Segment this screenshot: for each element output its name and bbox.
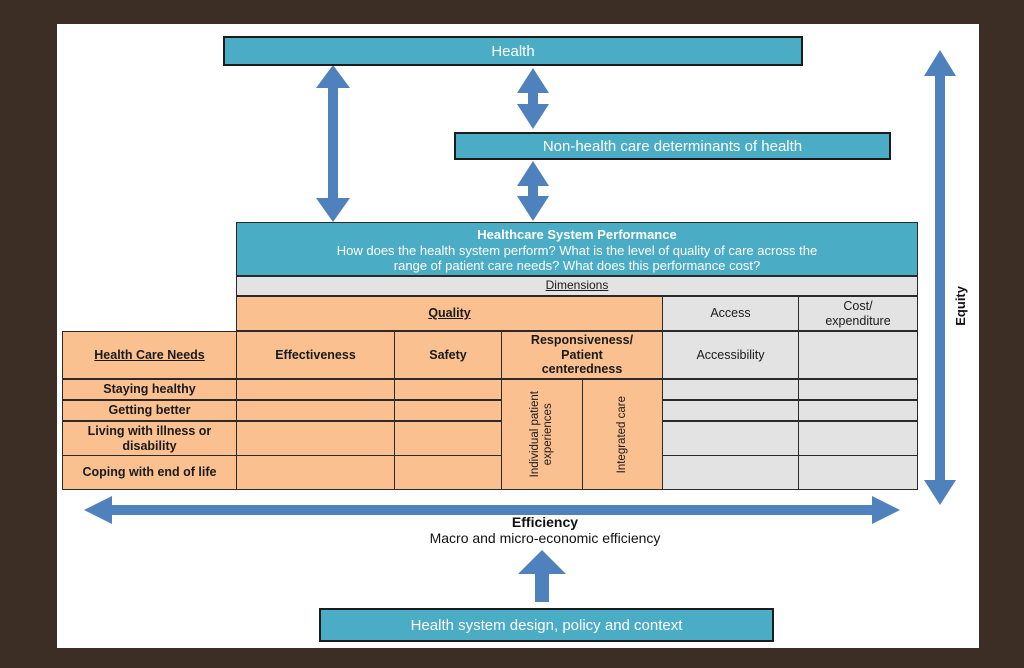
access-cell xyxy=(662,455,799,490)
accessibility-header: Accessibility xyxy=(662,331,799,379)
cost-empty-cell xyxy=(798,331,918,379)
individual-patient-experiences-label: Individual patient experiences xyxy=(528,391,554,478)
safety-cell xyxy=(394,455,502,490)
effectiveness-cell xyxy=(236,379,395,400)
safety-cell xyxy=(394,421,502,456)
efficiency-text: Efficiency Macro and micro-economic effi… xyxy=(330,514,760,546)
nonhealth-performance-double-arrow xyxy=(517,161,549,221)
effectiveness-label: Effectiveness xyxy=(275,347,356,362)
effectiveness-cell xyxy=(236,421,395,456)
need-coping-end-of-life: Coping with end of life xyxy=(82,465,217,480)
individual-patient-experiences-cell: Individual patient experiences xyxy=(501,379,583,490)
need-row-label: Living with illness or disability xyxy=(62,421,237,456)
equity-double-arrow xyxy=(924,50,956,505)
access-cell xyxy=(662,421,799,456)
performance-title: Healthcare System Performance xyxy=(477,227,677,242)
need-row-label: Coping with end of life xyxy=(62,455,237,490)
access-cell xyxy=(662,379,799,400)
accessibility-label: Accessibility xyxy=(696,347,765,362)
performance-header: Healthcare System Performance How does t… xyxy=(236,222,918,276)
safety-cell xyxy=(394,379,502,400)
context-label: Health system design, policy and context xyxy=(410,616,683,634)
effectiveness-header: Effectiveness xyxy=(236,331,395,379)
equity-label-wrap: Equity xyxy=(948,286,972,326)
efficiency-subtitle: Macro and micro-economic efficiency xyxy=(429,530,661,546)
health-nonhealth-double-arrow xyxy=(517,68,549,129)
access-label: Access xyxy=(710,306,751,321)
safety-header: Safety xyxy=(394,331,502,379)
performance-question-1: How does the health system perform? What… xyxy=(336,242,818,258)
effectiveness-cell xyxy=(236,455,395,490)
cost-cell xyxy=(798,421,918,456)
context-box: Health system design, policy and context xyxy=(319,608,774,642)
safety-cell xyxy=(394,400,502,421)
health-box: Health xyxy=(223,36,803,66)
health-label: Health xyxy=(491,42,535,60)
responsiveness-label: Responsiveness/ Patient centeredness xyxy=(530,333,634,377)
efficiency-title: Efficiency xyxy=(511,514,579,530)
integrated-care-cell: Integrated care xyxy=(582,379,663,490)
access-header: Access xyxy=(662,296,799,331)
responsiveness-header: Responsiveness/ Patient centeredness xyxy=(501,331,663,379)
equity-label: Equity xyxy=(952,286,968,326)
effectiveness-cell xyxy=(236,400,395,421)
cost-cell xyxy=(798,379,918,400)
need-staying-healthy: Staying healthy xyxy=(103,382,196,397)
cost-cell xyxy=(798,455,918,490)
need-living-with-illness: Living with illness or disability xyxy=(87,424,212,453)
cost-header: Cost/ expenditure xyxy=(798,296,918,331)
safety-label: Safety xyxy=(429,347,467,362)
access-cell xyxy=(662,400,799,421)
needs-header: Health Care Needs xyxy=(62,331,237,379)
needs-header-label: Health Care Needs xyxy=(94,347,205,362)
quality-label: Quality xyxy=(428,306,471,321)
integrated-care-label: Integrated care xyxy=(615,395,628,474)
health-performance-double-arrow xyxy=(316,65,350,222)
dimensions-label: Dimensions xyxy=(545,278,609,293)
cost-cell xyxy=(798,400,918,421)
dimensions-row: Dimensions xyxy=(236,276,918,296)
efficiency-double-arrow xyxy=(84,496,900,524)
need-row-label: Getting better xyxy=(62,400,237,421)
performance-question-2: range of patient care needs? What does t… xyxy=(393,258,761,273)
cost-label: Cost/ expenditure xyxy=(825,299,891,328)
non-health-label: Non-health care determinants of health xyxy=(542,137,803,155)
context-up-arrow xyxy=(518,550,566,602)
quality-header: Quality xyxy=(236,296,663,331)
need-row-label: Staying healthy xyxy=(62,379,237,400)
non-health-determinants-box: Non-health care determinants of health xyxy=(454,132,891,160)
need-getting-better: Getting better xyxy=(108,403,191,418)
